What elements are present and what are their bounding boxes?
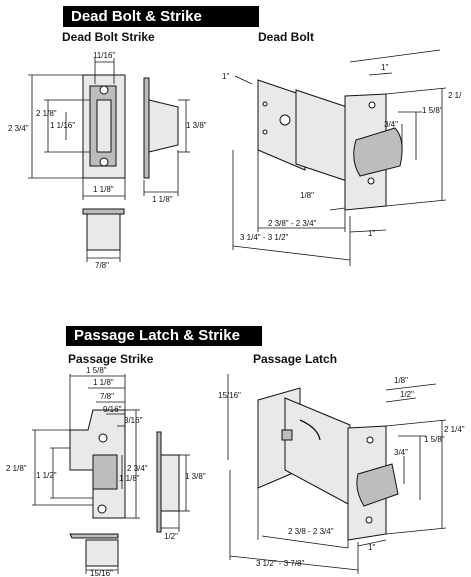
passage-latch-heading: Passage Latch [253, 352, 338, 366]
dim-latch-left: 15/16" [218, 391, 241, 400]
dim-inner-mid: 1 1/16" [50, 121, 75, 130]
strike-box-body [86, 213, 121, 251]
deadbolt-strike-box [82, 208, 125, 251]
dim-passage-w3: 7/8" [100, 392, 114, 401]
bolt-backplate [257, 79, 306, 171]
dim-passage-w1: 1 5/8" [86, 366, 107, 375]
dim-bolt-offset: 1/8" [300, 191, 314, 200]
dim-strike-height: 2 3/4" [8, 124, 29, 133]
dim-passage-side-height: 1 3/8" [185, 472, 206, 481]
strike-side-plate [143, 77, 150, 179]
dim-latch-top-half: 1/2" [400, 390, 414, 399]
dim-latch-inner-2: 3/4" [394, 448, 408, 457]
bolt-screw-top [368, 101, 376, 109]
passage-side-plate [156, 431, 162, 533]
dim-bolt-plate-depth: 1" [368, 229, 375, 238]
deadbolt-heading: Dead Bolt [258, 30, 315, 44]
dim-strike-width: 1 1/8" [93, 185, 114, 194]
dim-bolt-plate-height: 2 1/ [448, 91, 462, 100]
bolt-throw [353, 127, 403, 177]
screw-hole-bottom [99, 157, 109, 167]
dim-passage-w5: 3/16" [124, 416, 143, 425]
latch-bolt [356, 463, 399, 507]
dim-latch-plate-height: 2 1/4" [444, 425, 465, 434]
strike-box-flange [82, 208, 125, 215]
dim-latch-top-small: 1/8" [394, 376, 408, 385]
dim-latch-total: 3 1/2" - 3 7/8" [256, 559, 305, 568]
dim-bolt-backset: 2 3/8" - 2 3/4" [268, 219, 317, 228]
dim-outer-mid: 2 1/8" [36, 109, 57, 118]
deadbolt-strike-front [82, 74, 126, 179]
passage-latch-body [257, 387, 399, 541]
strike-side-box [148, 99, 179, 153]
strike-inner [96, 99, 112, 153]
passage-strike-heading: Passage Strike [68, 352, 154, 366]
dim-bolt-total: 3 1/4" - 3 1/2" [240, 233, 289, 242]
dim-passage-h-right1: 2 3/4" [127, 464, 148, 473]
dim-passage-box-width: 15/16" [90, 569, 113, 577]
dim-passage-h-outer: 2 1/8" [6, 464, 27, 473]
deadbolt-body [257, 79, 403, 211]
dim-passage-w4: 9/16" [103, 405, 122, 414]
dim-latch-backset: 2 3/8 - 2 3/4" [288, 527, 334, 536]
passage-strike-opening [92, 454, 118, 490]
latch-spindle-square [281, 429, 293, 441]
dim-latch-plate-depth: 1" [368, 543, 375, 552]
dim-bolt-inner-1: 1 5/8" [422, 106, 443, 115]
passage-screw-top [98, 433, 108, 443]
latch-housing [284, 397, 351, 506]
dim-bolt-inner-2: 3/4" [384, 120, 398, 129]
deadbolt-strike-heading: Dead Bolt Strike [62, 30, 155, 44]
passage-box-body [85, 539, 119, 567]
passage-strike-front [69, 409, 126, 519]
passage-strike-box [69, 533, 119, 567]
deadbolt-strike-side [143, 77, 179, 179]
dim-latch-inner-1: 1 5/8" [424, 435, 445, 444]
screw-hole-top [99, 85, 109, 95]
bolt-rivet-2 [262, 129, 268, 135]
bolt-rivet-1 [262, 101, 268, 107]
dim-passage-h-inner: 1 1/2" [36, 471, 57, 480]
latch-screw-top [366, 436, 374, 444]
dim-side-height: 1 3/8" [186, 121, 207, 130]
dim-box-width: 7/8" [95, 261, 109, 270]
bolt-spindle-hole [279, 114, 291, 126]
passage-screw-bottom [97, 504, 107, 514]
dim-passage-side-depth: 1/2" [164, 532, 178, 541]
dim-side-depth: 1 1/8" [152, 195, 173, 204]
dim-passage-h-right2: 1 1/8" [119, 474, 140, 483]
dim-bolt-1-top: 1" [381, 63, 388, 72]
dim-passage-w2: 1 1/8" [93, 378, 114, 387]
deadbolt-section-title: Dead Bolt & Strike [63, 6, 259, 27]
passage-section-title: Passage Latch & Strike [66, 326, 262, 346]
passage-side-box [160, 454, 180, 512]
latch-slot [299, 419, 321, 441]
dim-top-width: 11/16" [93, 51, 115, 60]
latch-screw-bottom [365, 516, 373, 524]
passage-box-lip [69, 533, 119, 539]
bolt-screw-bottom [367, 177, 375, 185]
dim-bolt-1-left: 1" [222, 72, 229, 81]
passage-strike-side [156, 431, 180, 533]
